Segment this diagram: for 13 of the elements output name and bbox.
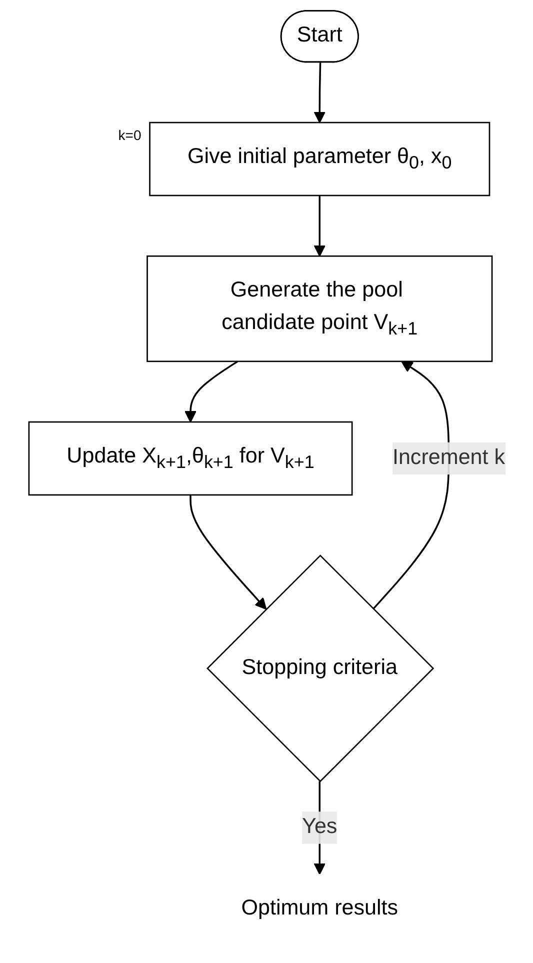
node-box: Generate the pool candidate point V$_{k+1}$ <box>146 255 492 362</box>
side-note: k=0 <box>118 126 142 143</box>
edge-label: Yes <box>302 816 337 839</box>
arrow <box>372 360 450 610</box>
node-diamond: Stopping criteria <box>206 554 434 782</box>
arrow <box>313 196 326 257</box>
arrow <box>313 62 326 124</box>
node-box: Update X$_{k+1}$,θ$_{k+1}$ for V$_{k+1}$ <box>28 421 352 496</box>
arrow <box>189 494 266 610</box>
arrow <box>184 360 238 423</box>
node-text: Optimum results <box>240 897 398 920</box>
edge-label: Increment k <box>392 446 505 470</box>
node-box: Give initial parameter θ$_{0}$, x$_{0}$ <box>148 122 490 196</box>
